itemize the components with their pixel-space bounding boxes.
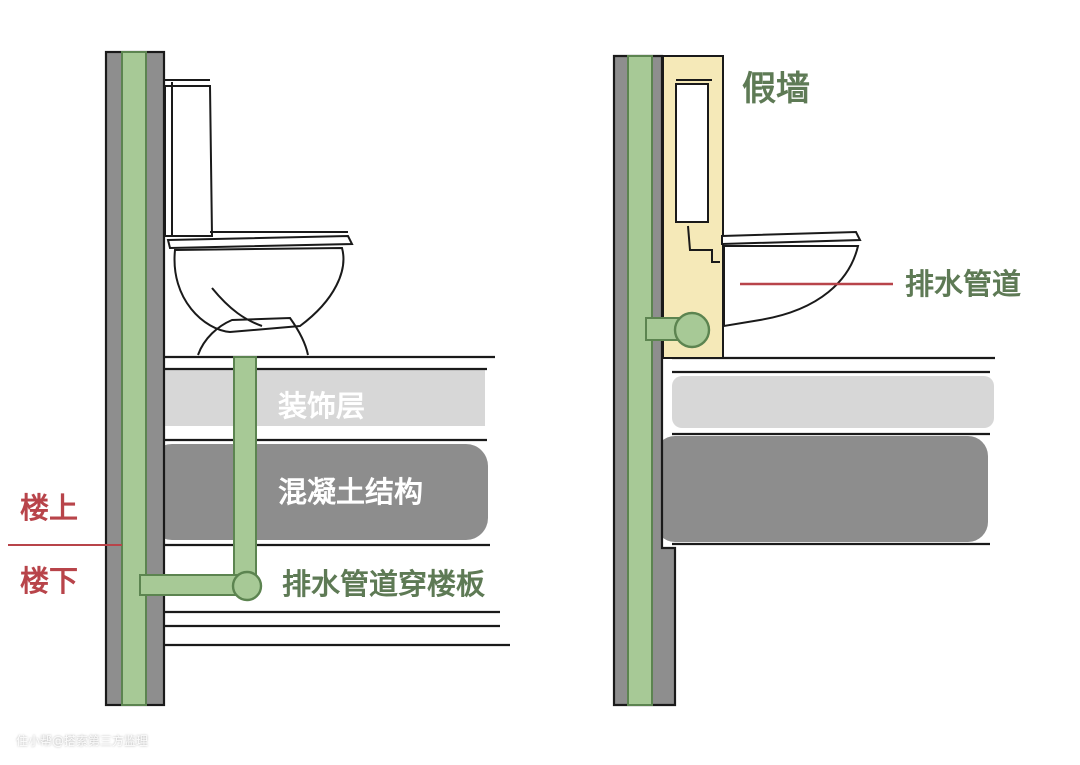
label-false-wall: 假墙 xyxy=(742,69,810,109)
right-drain-elbow xyxy=(673,311,711,349)
left-diagram-floor-drain xyxy=(8,50,510,707)
left-drain-elbow xyxy=(231,570,263,602)
left-drain-vertical xyxy=(233,356,257,576)
label-decoration-layer: 装饰层 xyxy=(278,389,366,423)
label-downstairs: 楼下 xyxy=(20,564,79,598)
label-drain-through-slab: 排水管道穿楼板 xyxy=(282,567,486,601)
label-drain-pipe: 排水管道 xyxy=(905,267,1022,301)
right-decoration-layer xyxy=(672,376,994,428)
right-stack-pipe xyxy=(627,55,653,706)
right-diagram-wall-drain xyxy=(612,54,995,707)
left-decoration-layer xyxy=(165,370,485,426)
right-toilet xyxy=(675,79,862,328)
left-stack-pipe xyxy=(121,51,147,706)
left-toilet xyxy=(164,79,354,356)
label-upstairs: 楼上 xyxy=(20,491,79,525)
right-concrete-slab xyxy=(655,436,988,542)
label-concrete-structure: 混凝土结构 xyxy=(278,475,424,509)
watermark-text: 住小帮@搭索第三方监理 xyxy=(16,734,149,748)
